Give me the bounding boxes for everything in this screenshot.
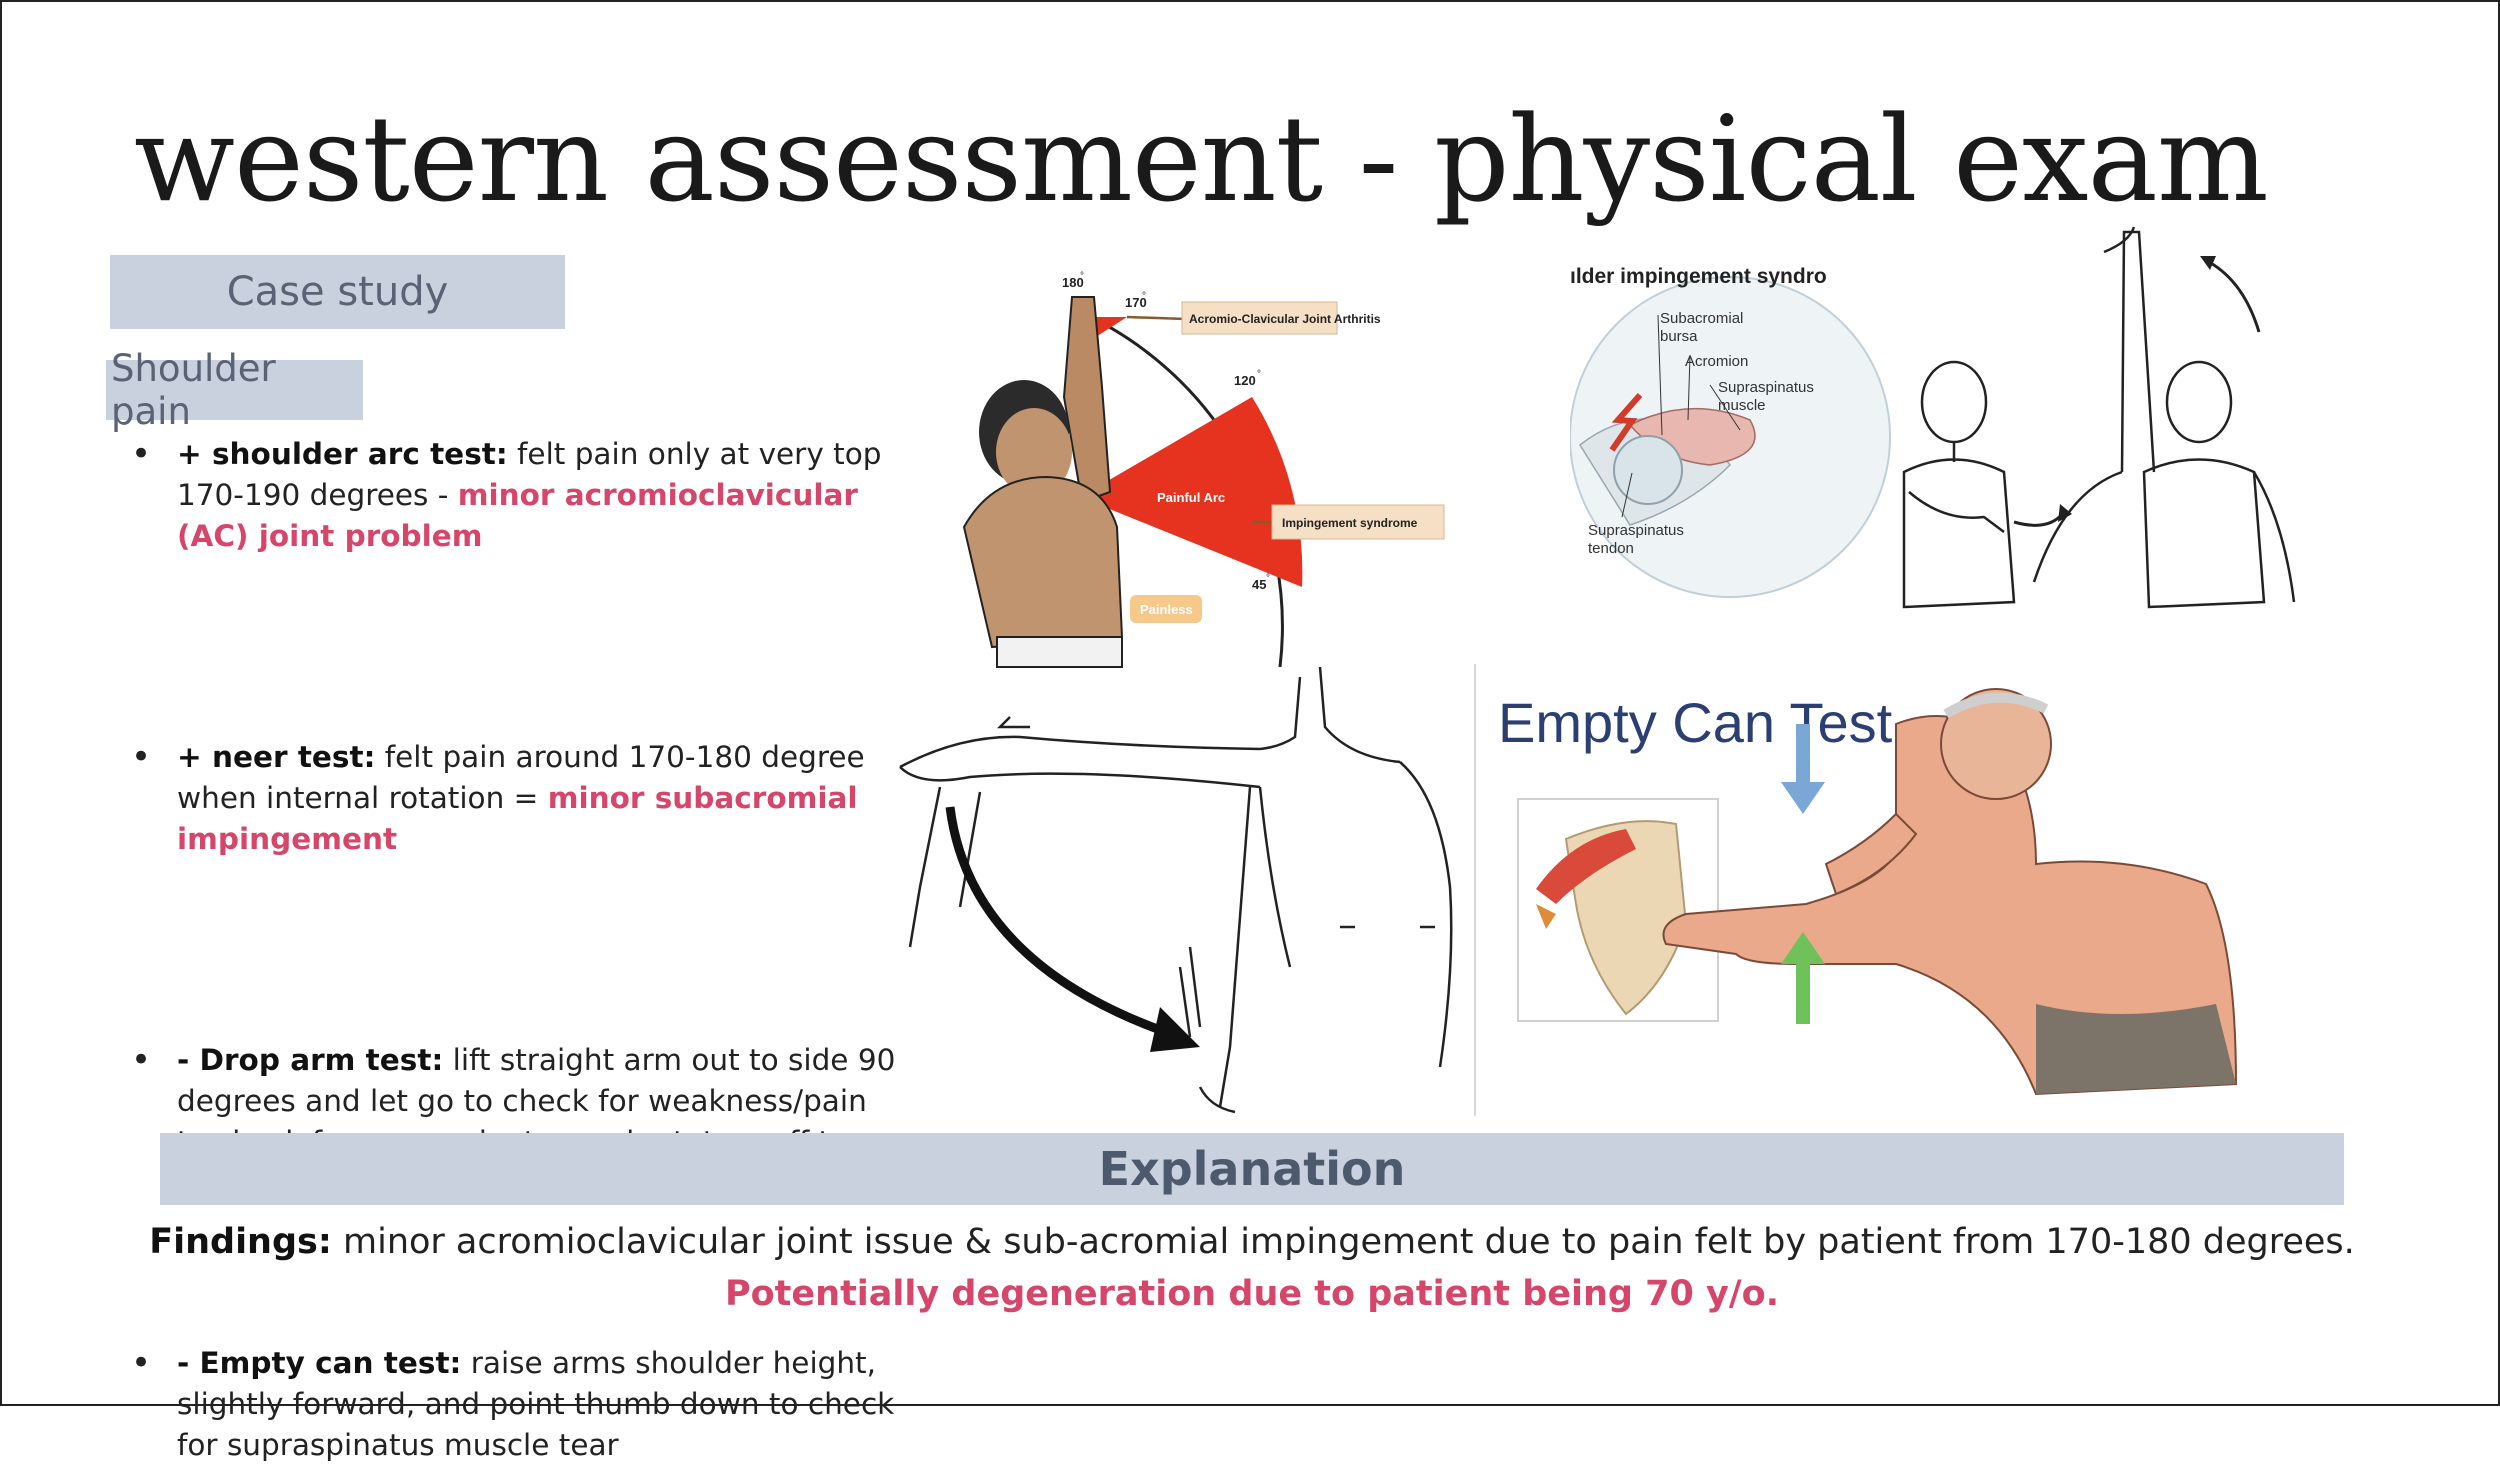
degree-45-label: 45 xyxy=(1252,577,1266,592)
supraspinatus-tendon-label: tendon xyxy=(1588,540,1634,557)
findings-label: Findings: xyxy=(149,1222,332,1262)
test-name: - Empty can test: xyxy=(177,1346,462,1380)
degree-120-label: 120 xyxy=(1234,373,1256,388)
test-list: + shoulder arc test: felt pain only at v… xyxy=(127,434,897,1462)
shoulder-pain-tag: Shoulder pain xyxy=(106,347,363,433)
neer-test-figure xyxy=(1864,222,2304,642)
degree-mark: ° xyxy=(1257,369,1261,380)
test-finding: minor subacromial impingement xyxy=(177,781,858,856)
drop-arm-figure xyxy=(880,667,1472,1117)
supraspinatus-muscle-label: muscle xyxy=(1718,397,1766,414)
test-name: + shoulder arc test: xyxy=(177,437,508,471)
page-title: western assessment - physical exam xyxy=(134,90,2269,228)
degree-180-label: 180 xyxy=(1062,275,1084,290)
supraspinatus-muscle-label: Supraspinatus xyxy=(1718,379,1814,396)
empty-can-heading: Empty Can Test xyxy=(1498,691,1893,754)
findings-body: minor acromioclavicular joint issue & su… xyxy=(331,1222,2355,1262)
test-name: - Drop arm test: xyxy=(177,1043,444,1077)
subacromial-bursa-label: bursa xyxy=(1660,328,1698,345)
degree-mark: ° xyxy=(1266,573,1270,584)
degree-mark: ° xyxy=(1142,291,1146,302)
findings-text: Findings: minor acromioclavicular joint … xyxy=(2,1222,2500,1262)
painful-arc-label: Painful Arc xyxy=(1157,490,1225,505)
degree-mark: ° xyxy=(1080,271,1084,282)
subacromial-bursa-label: Subacromial xyxy=(1660,310,1743,327)
list-item: + neer test: felt pain around 170-180 de… xyxy=(127,737,897,860)
ac-joint-arthritis-label: Acromio-Clavicular Joint Arthritis xyxy=(1189,312,1381,326)
case-study-tag: Case study xyxy=(110,255,565,329)
empty-can-illustration: Empty Can Test xyxy=(1498,688,2238,1096)
supraspinatus-tendon-label: Supraspinatus xyxy=(1588,522,1684,539)
test-description: felt pain only at very top 170-190 degre… xyxy=(177,437,882,512)
impingement-syndrome-label: Impingement syndrome xyxy=(1282,516,1418,530)
list-item: + shoulder arc test: felt pain only at v… xyxy=(127,434,897,557)
impingement-heading: ılder impingement syndro xyxy=(1570,265,1827,288)
shoulder-anatomy-illustration: ılder impingement syndro Subacromial bur… xyxy=(1570,265,1891,598)
drop-arm-illustration xyxy=(899,667,1453,1114)
test-name: + neer test: xyxy=(177,740,376,774)
degree-170-label: 170 xyxy=(1125,295,1147,310)
test-description: felt pain around 170-180 degree when int… xyxy=(177,740,865,815)
degeneration-note: Potentially degeneration due to patient … xyxy=(724,1274,1780,1314)
list-item: - Empty can test: raise arms shoulder he… xyxy=(127,1343,897,1466)
neer-test-illustration xyxy=(1902,226,2296,609)
shoulder-impingement-figure: ılder impingement syndro Subacromial bur… xyxy=(1570,255,1935,607)
test-finding: minor acromioclavicular (AC) joint probl… xyxy=(177,478,858,553)
explanation-heading: Explanation xyxy=(1098,1142,1406,1196)
explanation-bar: Explanation xyxy=(160,1133,2344,1205)
empty-can-figure: Empty Can Test xyxy=(1474,664,2331,1116)
painful-arc-illustration: 180 ° 170 ° 120 ° 45 ° Acromio-Clavicula… xyxy=(962,271,1445,668)
painful-arc-figure: 180 ° 170 ° 120 ° 45 ° Acromio-Clavicula… xyxy=(952,257,1512,672)
acromion-label: Acromion xyxy=(1685,353,1748,370)
painless-label: Painless xyxy=(1140,602,1193,617)
slide: western assessment - physical exam Case … xyxy=(0,0,2500,1406)
